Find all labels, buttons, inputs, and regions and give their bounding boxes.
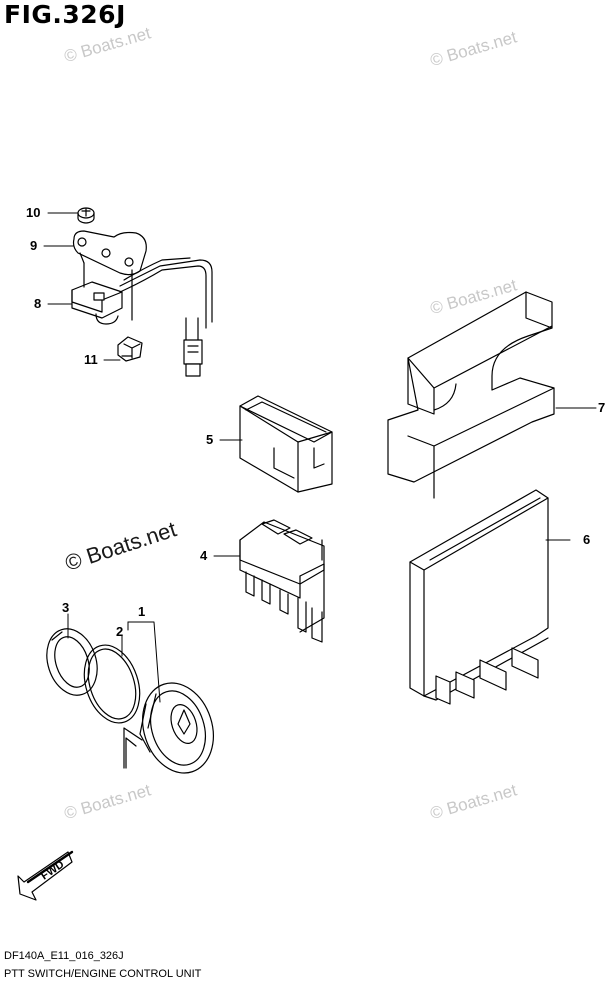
part-2-o-ring[interactable] [75,638,149,730]
callout-10[interactable]: 10 [26,205,41,220]
part-8-ptt-switch[interactable] [71,252,213,343]
callout-9[interactable]: 9 [30,238,38,253]
part-7-rubber-boot[interactable] [387,291,555,499]
part-3-retaining-ring[interactable] [39,622,106,702]
part-1-ptt-housing[interactable] [123,674,225,783]
callout-3[interactable]: 3 [62,600,70,615]
part-10-screw[interactable] [77,207,95,224]
part-4-module[interactable] [239,519,325,643]
part-11-clip[interactable] [117,336,143,362]
callout-7[interactable]: 7 [598,400,606,415]
figure-description: PTT SWITCH/ENGINE CONTROL UNIT [4,968,202,980]
callout-8[interactable]: 8 [34,296,42,311]
fwd-arrow-icon [17,850,74,901]
callout-1[interactable]: 1 [138,604,146,619]
part-5-cover[interactable] [239,395,333,493]
part-6-ecu[interactable] [409,489,549,705]
callout-2[interactable]: 2 [116,624,124,639]
figure-title: FIG.326J [4,0,126,29]
figure-code: DF140A_E11_016_326J [4,950,124,962]
callout-4[interactable]: 4 [200,548,208,563]
callout-6[interactable]: 6 [583,532,591,547]
part-9-bracket[interactable] [72,230,147,276]
leader-lines [43,212,597,703]
callout-11[interactable]: 11 [84,352,98,367]
harness-connector[interactable] [183,339,203,377]
callout-5[interactable]: 5 [206,432,214,447]
